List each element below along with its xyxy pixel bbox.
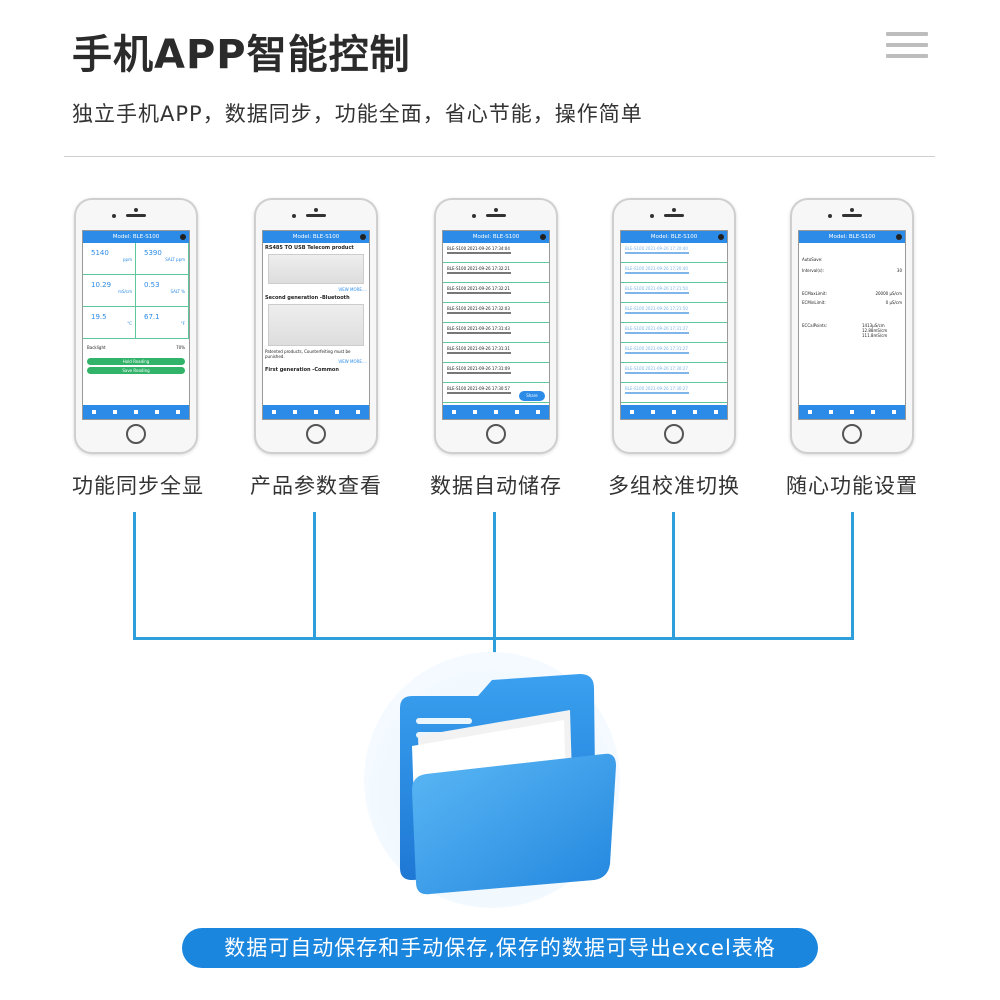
caption-sync-display: 功能同步全显 [72,474,204,498]
phone-settings: Model: BLE-S100 AutoSave: Interval(s):30… [790,198,914,454]
setting-row[interactable]: ECMinLimit:0 µS/cm [802,300,902,305]
list-item[interactable]: BLE-S100 2021-09-26 17:21:50 [621,303,727,323]
settings-list: AutoSave: Interval(s):30 ECMaxLimit:2000… [799,243,905,338]
list-item[interactable]: BLE-S100 2021-09-26 17:31:27 [621,343,727,363]
setting-row[interactable]: Interval(s):30 [802,268,902,273]
bottom-nav[interactable] [799,405,905,419]
connector-line [493,512,496,680]
reading-cell: 19.5°C [83,307,136,339]
list-item[interactable]: BLE-S100 2021-09-26 17:30:27 [621,383,727,403]
screen-titlebar: Model: BLE-S100 [83,231,189,243]
home-button [486,424,506,444]
home-button [126,424,146,444]
connector-line [672,512,675,640]
bottom-nav[interactable] [83,405,189,419]
list-item[interactable]: BLE-S100 2021-09-26 17:32:03 [443,303,549,323]
list-item[interactable]: BLE-S100 2021-09-26 17:21:50 [621,283,727,303]
list-item[interactable]: BLE-S100 2021-09-26 17:30:57 [443,383,549,403]
list-item[interactable]: BLE-S100 2021-09-26 17:20:40 [621,263,727,283]
calibration-list[interactable]: BLE-S100 2021-09-26 17:20:40 BLE-S100 20… [621,243,727,403]
share-button[interactable]: Share [519,391,545,401]
phone-screen: Model: BLE-S100 AutoSave: Interval(s):30… [798,230,906,420]
connector-line [133,637,854,640]
product-list: RS485 TO USB Telecom product VIEW MORE..… [265,245,367,373]
caption-auto-storage: 数据自动储存 [430,474,562,498]
connector-line [313,512,316,640]
phone-screen: Model: BLE-S100 BLE-S100 2021-09-26 17:2… [620,230,728,420]
bottom-nav[interactable] [621,405,727,419]
phone-screen: Model: BLE-S100 BLE-S100 2021-09-26 17:3… [442,230,550,420]
caption-product-params: 产品参数查看 [250,474,382,498]
list-item[interactable]: BLE-S100 2021-09-26 17:34:04 [443,243,549,263]
connector-line [133,512,136,640]
list-item[interactable]: BLE-S100 2021-09-26 17:30:27 [621,363,727,383]
list-item[interactable]: BLE-S100 2021-09-26 17:32:21 [443,283,549,303]
list-item[interactable]: BLE-S100 2021-09-26 17:31:43 [443,323,549,343]
folder-icon [360,640,640,910]
setting-row[interactable]: AutoSave: [802,257,823,262]
screen-titlebar: Model: BLE-S100 [443,231,549,243]
caption-calibration: 多组校准切换 [608,474,740,498]
list-item[interactable]: BLE-S100 2021-09-26 17:31:31 [443,343,549,363]
list-item[interactable]: BLE-S100 2021-09-26 17:20:40 [621,243,727,263]
phone-products: Model: BLE-S100 RS485 TO USB Telecom pro… [254,198,378,454]
screen-titlebar: Model: BLE-S100 [621,231,727,243]
list-item[interactable]: BLE-S100 2021-09-26 17:31:09 [443,363,549,383]
reading-cell: 67.1°F [136,307,189,339]
screen-titlebar: Model: BLE-S100 [799,231,905,243]
phone-screen: Model: BLE-S100 RS485 TO USB Telecom pro… [262,230,370,420]
home-button [306,424,326,444]
screen-titlebar: Model: BLE-S100 [263,231,369,243]
battery-level: 70% [176,345,185,350]
footer-banner: 数据可自动保存和手动保存,保存的数据可导出excel表格 [182,928,818,968]
menu-icon[interactable] [886,32,928,60]
divider [64,156,935,157]
setting-row[interactable]: ECMaxLimit:20000 µS/cm [802,291,902,296]
setting-row[interactable]: ECCalPoints:1413µS/cm 12.88mS/cm 111.8mS… [802,323,888,338]
page-subtitle: 独立手机APP，数据同步，功能全面，省心节能，操作简单 [72,102,643,126]
hold-reading-button[interactable]: Hold Reading [87,358,185,365]
record-list[interactable]: BLE-S100 2021-09-26 17:34:04 BLE-S100 20… [443,243,549,403]
save-reading-button[interactable]: Save Reading [87,367,185,374]
home-button [664,424,684,444]
list-item[interactable]: BLE-S100 2021-09-26 17:32:21 [443,263,549,283]
phone-saved: Model: BLE-S100 BLE-S100 2021-09-26 17:3… [434,198,558,454]
bottom-nav[interactable] [263,405,369,419]
page-title: 手机APP智能控制 [72,32,411,78]
phone-calibrate: Model: BLE-S100 BLE-S100 2021-09-26 17:2… [612,198,736,454]
bottom-nav[interactable] [443,405,549,419]
caption-settings: 随心功能设置 [786,474,918,498]
connector-line [851,512,854,640]
list-item[interactable]: BLE-S100 2021-09-26 17:31:27 [621,323,727,343]
home-button [842,424,862,444]
